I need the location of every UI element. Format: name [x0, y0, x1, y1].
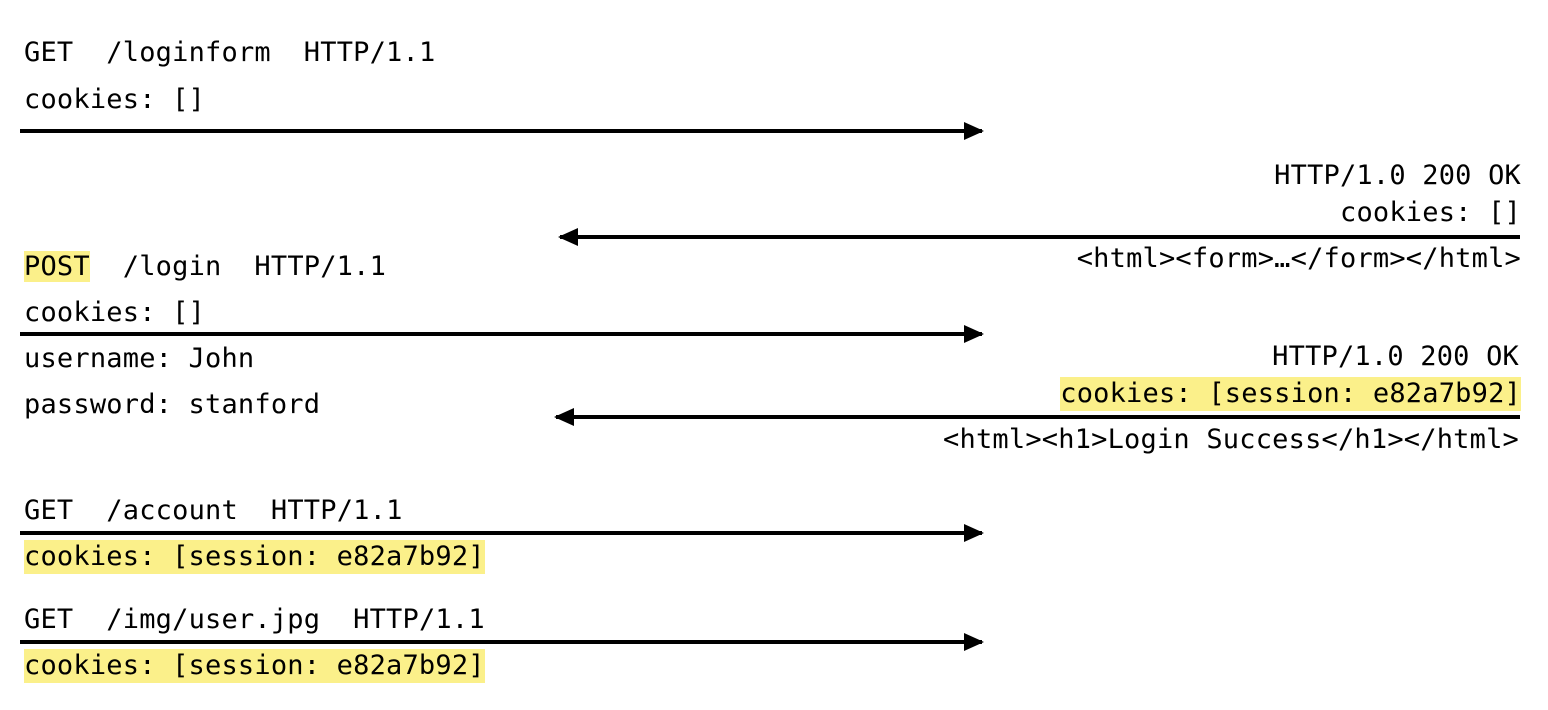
response-1-status: HTTP/1.0 200 OK — [1274, 160, 1521, 191]
request-3-cookies: cookies: [session: e82a7b92] — [24, 540, 485, 574]
request-2-password: password: stanford — [24, 389, 321, 420]
response-1-cookies: cookies: [] — [1339, 197, 1521, 228]
response-2-body: <html><h1>Login Success</h1></html> — [943, 424, 1519, 455]
request-2-method: POST — [24, 251, 90, 282]
request-2-path: /login — [122, 251, 222, 282]
response-1-body: <html><form>…</form></html> — [1076, 243, 1521, 274]
request-2-cookies: cookies: [] — [24, 297, 206, 328]
request-4-version: HTTP/1.1 — [353, 604, 485, 635]
request-3-version: HTTP/1.1 — [270, 495, 403, 526]
request-1-path: /loginform — [106, 37, 271, 68]
request-4-line: GET /img/user.jpg HTTP/1.1 — [24, 603, 485, 637]
request-2-username: username: John — [24, 343, 255, 374]
request-1-method: GET — [24, 37, 74, 68]
request-4-path: /img/user.jpg — [106, 604, 321, 635]
request-1-line: GET /loginform HTTP/1.1 — [24, 36, 435, 70]
request-2-version: HTTP/1.1 — [254, 251, 387, 282]
request-1-version: HTTP/1.1 — [303, 37, 436, 68]
response-2-cookies: cookies: [session: e82a7b92] — [1060, 377, 1521, 411]
response-2-status: HTTP/1.0 200 OK — [1272, 341, 1519, 372]
request-3-line: GET /account HTTP/1.1 — [24, 494, 403, 528]
request-4-method: GET — [24, 604, 74, 635]
request-3-path: /account — [106, 495, 238, 526]
request-1-cookies: cookies: [] — [24, 84, 206, 115]
request-4-cookies: cookies: [session: e82a7b92] — [24, 649, 485, 683]
request-2-line: POST /login HTTP/1.1 — [24, 250, 386, 284]
request-3-method: GET — [24, 495, 74, 526]
